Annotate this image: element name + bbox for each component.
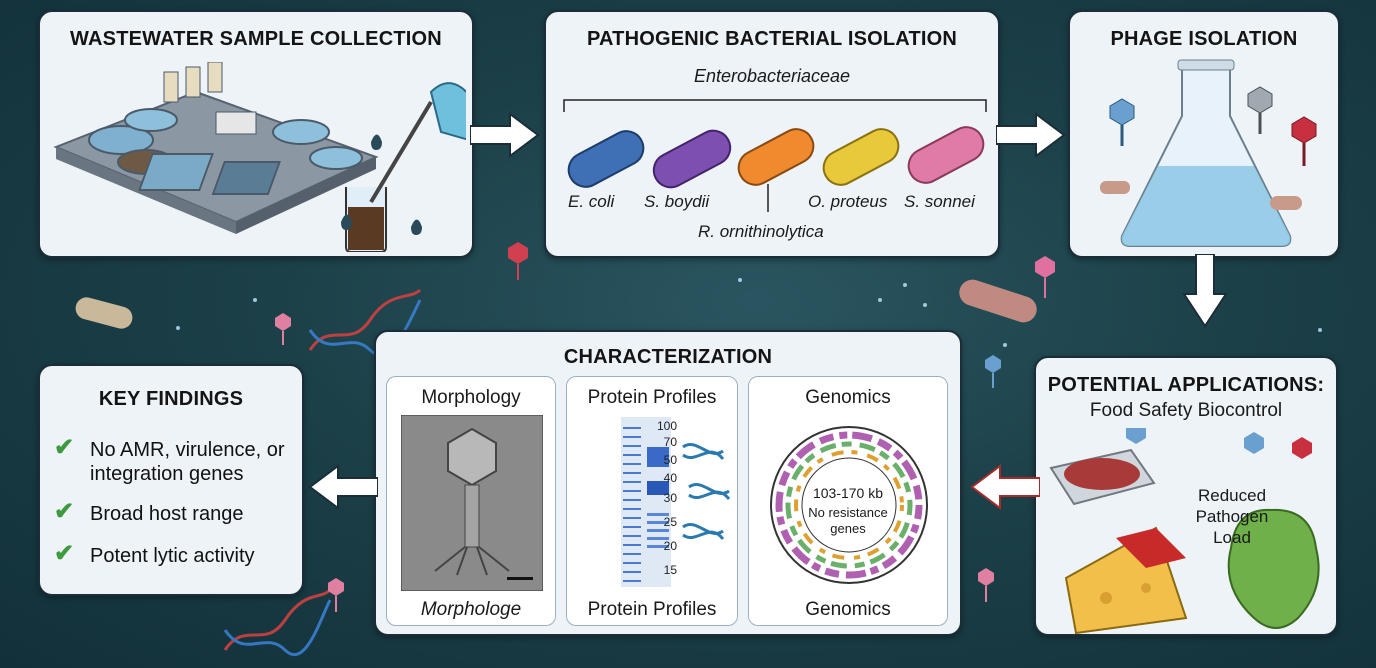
applications-note-line3: Load xyxy=(1213,528,1251,547)
marker-40: 40 xyxy=(663,471,677,485)
morphology-title: Morphology xyxy=(421,387,521,408)
protein-card: Protein Profiles 100 70 50 40 30 25 20 1… xyxy=(566,376,738,626)
applications-panel: POTENTIAL APPLICATIONS: Food Safety Bioc… xyxy=(1034,356,1338,636)
sboydii-cell-icon xyxy=(652,129,732,189)
flow-arrow xyxy=(970,464,1040,510)
tem-micrograph xyxy=(401,415,543,591)
genome-map xyxy=(770,426,928,584)
phage-title: PHAGE ISOLATION xyxy=(1110,28,1298,50)
genomics-title: Genomics xyxy=(805,387,891,408)
phage-panel: PHAGE ISOLATION xyxy=(1068,10,1340,258)
marker-70: 70 xyxy=(663,435,677,449)
bacterium-icon xyxy=(75,297,133,329)
isolation-panel: PATHOGENIC BACTERIAL ISOLATION Enterobac… xyxy=(544,10,1000,258)
marker-100: 100 xyxy=(656,419,677,433)
phage-icon xyxy=(508,242,528,280)
flask-illustration xyxy=(1100,59,1317,247)
morphology-caption: Morphologe xyxy=(420,599,522,620)
genomics-card: Genomics 103-170 kb No resistance genes … xyxy=(748,376,948,626)
findings-panel: KEY FINDINGS ✔ No AMR, virulence, or int… xyxy=(38,364,304,596)
protein-caption: Protein Profiles xyxy=(587,599,717,620)
ssonnei-cell-icon xyxy=(907,126,985,184)
checkmark-icon: ✔ xyxy=(54,498,75,525)
cheese-icon xyxy=(1064,526,1188,635)
protein-title: Protein Profiles xyxy=(587,387,717,408)
flow-arrow xyxy=(1182,254,1228,328)
marker-25: 25 xyxy=(663,515,677,529)
flask-icon xyxy=(1120,59,1292,247)
genomics-caption: Genomics xyxy=(805,599,891,620)
dna-helix-icon xyxy=(223,588,332,657)
applications-note-line1: Reduced xyxy=(1197,486,1267,505)
dna-helix-icon xyxy=(682,443,731,541)
pipette-icon xyxy=(369,82,466,204)
characterization-panel: CHARACTERIZATION Morphology Morphologe P… xyxy=(374,330,962,636)
phage-icon xyxy=(1291,116,1317,166)
collection-panel: WASTEWATER SAMPLE COLLECTION xyxy=(38,10,474,258)
collection-title: WASTEWATER SAMPLE COLLECTION xyxy=(70,28,442,50)
lettuce-icon xyxy=(1227,508,1320,629)
marker-20: 20 xyxy=(663,539,677,553)
phage-icon xyxy=(1126,428,1146,444)
flow-arrow xyxy=(470,112,540,158)
checkmark-icon: ✔ xyxy=(54,540,75,567)
oproteus-cell-icon xyxy=(822,128,900,186)
ecoli-cell-icon xyxy=(567,130,645,188)
food-illustration xyxy=(1049,428,1320,635)
phage-icon xyxy=(1109,98,1135,146)
bacterium-label-sboydii: S. boydii xyxy=(644,192,710,211)
marker-50: 50 xyxy=(663,453,677,467)
applications-subtitle: Food Safety Biocontrol xyxy=(1089,400,1283,421)
genome-note-line2: genes xyxy=(830,521,866,536)
marker-30: 30 xyxy=(663,491,677,505)
applications-note-line2: Pathogen xyxy=(1195,507,1269,526)
genome-size: 103-170 kb xyxy=(812,485,884,501)
bacterium-label-ecoli: E. coli xyxy=(568,192,615,211)
rornithinolytica-cell-icon xyxy=(737,128,815,186)
phage-icon xyxy=(1247,86,1273,134)
phage-icon xyxy=(275,313,291,345)
bacterium-icon xyxy=(959,279,1037,323)
bacterium-label-ssonnei: S. sonnei xyxy=(904,192,975,211)
phage-icon xyxy=(1035,256,1055,298)
marker-15: 15 xyxy=(663,563,677,577)
findings-title: KEY FINDINGS xyxy=(98,388,244,410)
meat-tray-icon xyxy=(1049,448,1156,506)
bacterium-label-rornithinolytica: R. ornithinolytica xyxy=(698,222,824,241)
bacterium-label-oproteus: O. proteus xyxy=(808,192,888,211)
family-label: Enterobacteriaceae xyxy=(693,66,851,86)
morphology-card: Morphology Morphologe xyxy=(386,376,556,626)
treatment-plant-illustration xyxy=(53,62,466,252)
flow-arrow xyxy=(308,464,378,510)
phage-icon xyxy=(985,355,1001,388)
genome-note-line1: No resistance xyxy=(808,505,888,520)
flow-arrow xyxy=(996,112,1066,158)
checkmark-icon: ✔ xyxy=(54,434,75,461)
phage-icon xyxy=(1244,432,1264,454)
isolation-title: PATHOGENIC BACTERIAL ISOLATION xyxy=(586,28,958,50)
characterization-title: CHARACTERIZATION xyxy=(563,346,773,368)
bacteria-illustration xyxy=(563,99,987,212)
protein-gel: 100 70 50 40 30 25 20 15 xyxy=(587,417,677,587)
phage-icon xyxy=(978,568,994,602)
dna-helix-icon xyxy=(308,288,422,357)
applications-title: POTENTIAL APPLICATIONS: xyxy=(1047,374,1325,396)
phage-icon xyxy=(1292,437,1312,459)
beaker-icon xyxy=(345,187,387,252)
phage-icon xyxy=(328,578,344,612)
